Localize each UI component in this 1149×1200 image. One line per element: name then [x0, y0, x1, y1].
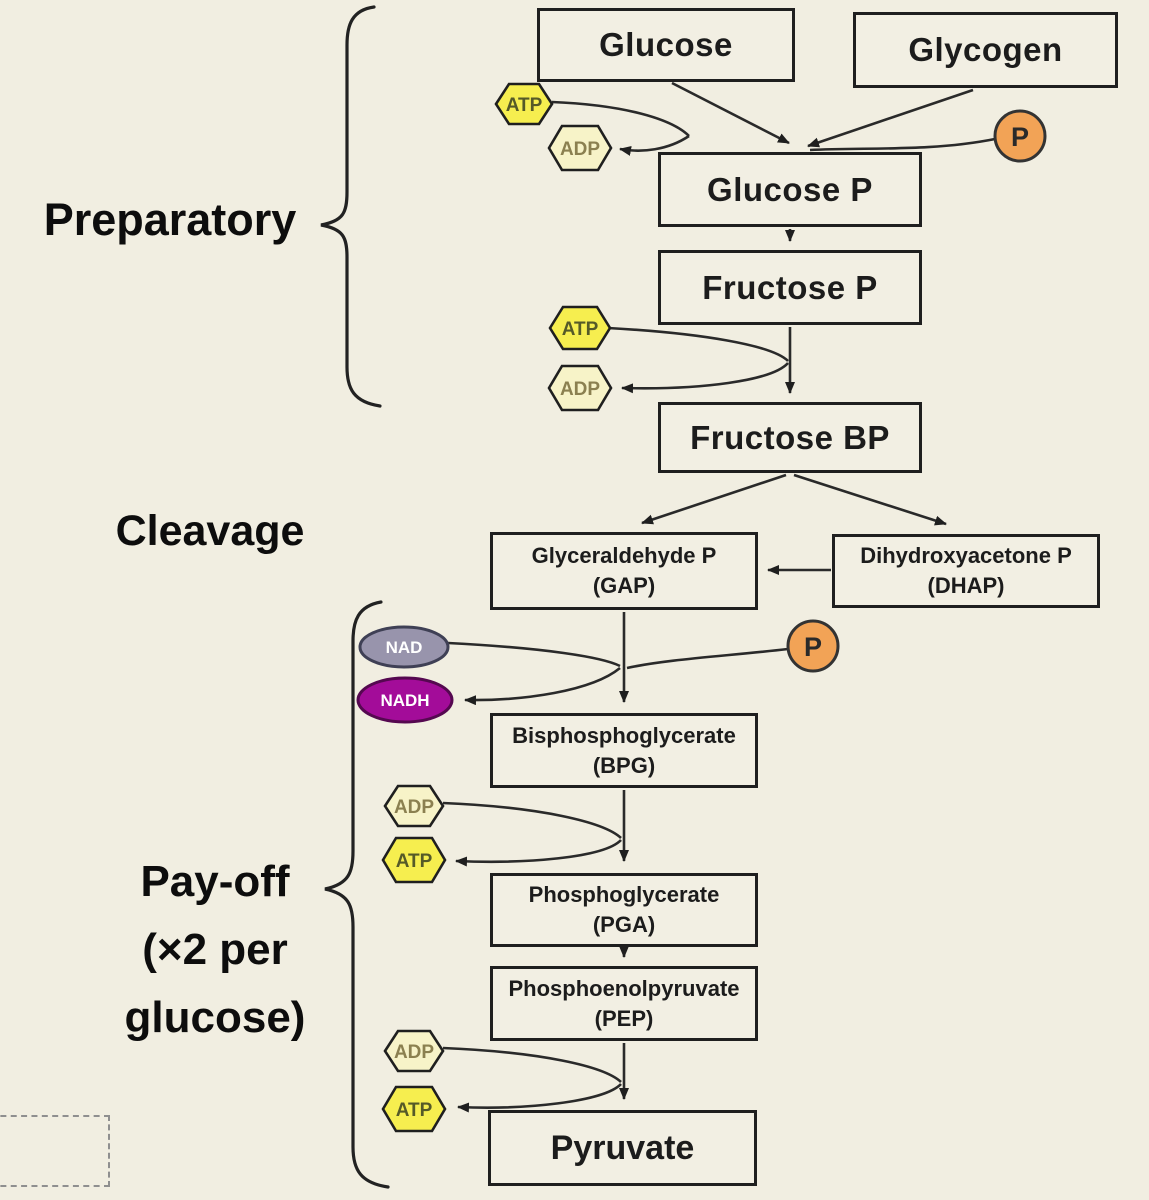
box-fructose-bp: Fructose BP	[658, 402, 922, 473]
fructose-p-label: Fructose P	[702, 268, 878, 306]
glucose-p-label: Glucose P	[707, 170, 873, 208]
gap-abbr: (GAP)	[592, 573, 656, 598]
token-phosphate-2: P	[786, 619, 840, 673]
bpg-label: Bisphosphoglycerate	[512, 722, 736, 748]
phosphate-circle	[786, 619, 840, 673]
phosphate-circle	[993, 109, 1047, 163]
curve-nadh-out	[464, 666, 621, 706]
arrow-glycogen-to-glucose-p	[807, 88, 974, 148]
box-bpg: Bisphosphoglycerate (BPG)	[490, 713, 758, 788]
phosphate-token-label: P	[804, 632, 822, 662]
token-phosphate-1: P	[993, 109, 1047, 163]
curve-nad-in	[447, 641, 621, 668]
preparatory-brace	[320, 5, 382, 408]
token-adp-3: ADP	[383, 784, 445, 828]
arrow-fructose-bp-to-dhap	[793, 473, 947, 526]
nadh-oval	[356, 676, 454, 724]
atp-token-label: ATP	[396, 1100, 433, 1121]
bpg-abbr: (BPG)	[592, 752, 656, 778]
atp-hexagon	[548, 305, 612, 351]
token-atp-1: ATP	[494, 82, 554, 126]
phosphate-token-label: P	[1011, 122, 1029, 152]
curve-atp4-out	[457, 1083, 622, 1113]
nad-token-label: NAD	[386, 638, 423, 657]
line-phosphate2-to-junction	[626, 647, 789, 670]
curve-atp1-in	[551, 100, 690, 137]
pyruvate-label: Pyruvate	[550, 1128, 695, 1167]
pep-abbr: (PEP)	[594, 1005, 654, 1031]
atp-token-label: ATP	[562, 319, 599, 340]
fructose-bp-label: Fructose BP	[690, 418, 890, 456]
curve-adp3-in	[442, 801, 622, 839]
payoff-line-1: Pay-off	[140, 857, 290, 906]
stage-label-cleavage: Cleavage	[115, 507, 305, 555]
adp-hexagon	[547, 124, 613, 172]
token-nad: NAD	[358, 625, 450, 669]
box-fructose-p: Fructose P	[658, 250, 922, 325]
payoff-brace	[324, 600, 390, 1189]
atp-token-label: ATP	[506, 95, 543, 116]
token-adp-2: ADP	[547, 364, 613, 412]
line-phosphate1-to-glucose-p	[809, 137, 996, 152]
atp-hexagon	[494, 82, 554, 126]
box-gap: Glyceraldehyde P (GAP)	[490, 532, 758, 610]
adp-token-label: ADP	[560, 379, 600, 400]
adp-hexagon	[383, 784, 445, 828]
curve-atp3-out	[455, 839, 622, 867]
token-nadh: NADH	[356, 676, 454, 724]
adp-hexagon	[547, 364, 613, 412]
arrow-glucose-to-glucose-p	[671, 81, 790, 145]
token-atp-2: ATP	[548, 305, 612, 351]
curve-adp1-out	[619, 134, 690, 156]
token-atp-3: ATP	[381, 836, 447, 884]
stage-label-preparatory: Preparatory	[43, 194, 297, 245]
arrow-fructose-bp-to-gap	[641, 473, 787, 525]
dhap-abbr: (DHAP)	[927, 573, 1005, 598]
payoff-line-3: glucose)	[124, 993, 306, 1042]
dhap-label: Dihydroxyacetone P	[860, 543, 1072, 569]
atp-token-label: ATP	[396, 851, 433, 872]
glycogen-label: Glycogen	[908, 31, 1063, 68]
box-pep: Phosphoenolpyruvate (PEP)	[490, 966, 758, 1041]
stage-label-payoff: Pay-off (×2 per glucose)	[80, 848, 350, 1052]
dashed-placeholder-box	[0, 1115, 110, 1187]
curve-atp2-in	[607, 326, 789, 362]
box-pyruvate: Pyruvate	[488, 1110, 757, 1186]
payoff-line-2: (×2 per	[142, 925, 288, 974]
box-glucose: Glucose	[537, 8, 795, 82]
adp-hexagon	[383, 1029, 445, 1073]
atp-hexagon	[381, 1085, 447, 1133]
box-dhap: Dihydroxyacetone P (DHAP)	[832, 534, 1100, 608]
nad-oval	[358, 625, 450, 669]
atp-hexagon	[381, 836, 447, 884]
pga-label: Phosphoglycerate	[528, 882, 720, 908]
gap-label: Glyceraldehyde P	[531, 543, 717, 569]
box-glycogen: Glycogen	[853, 12, 1118, 88]
nadh-token-label: NADH	[380, 691, 429, 710]
adp-token-label: ADP	[560, 139, 600, 160]
box-glucose-p: Glucose P	[658, 152, 922, 227]
adp-token-label: ADP	[394, 797, 434, 818]
box-pga: Phosphoglycerate (PGA)	[490, 873, 758, 947]
curve-adp2-out	[621, 362, 789, 394]
token-adp-4: ADP	[383, 1029, 445, 1073]
curve-adp4-in	[442, 1046, 622, 1083]
pep-label: Phosphoenolpyruvate	[508, 975, 740, 1001]
pga-abbr: (PGA)	[592, 912, 656, 937]
token-adp-1: ADP	[547, 124, 613, 172]
glucose-label: Glucose	[599, 26, 733, 63]
adp-token-label: ADP	[394, 1042, 434, 1063]
token-atp-4: ATP	[381, 1085, 447, 1133]
